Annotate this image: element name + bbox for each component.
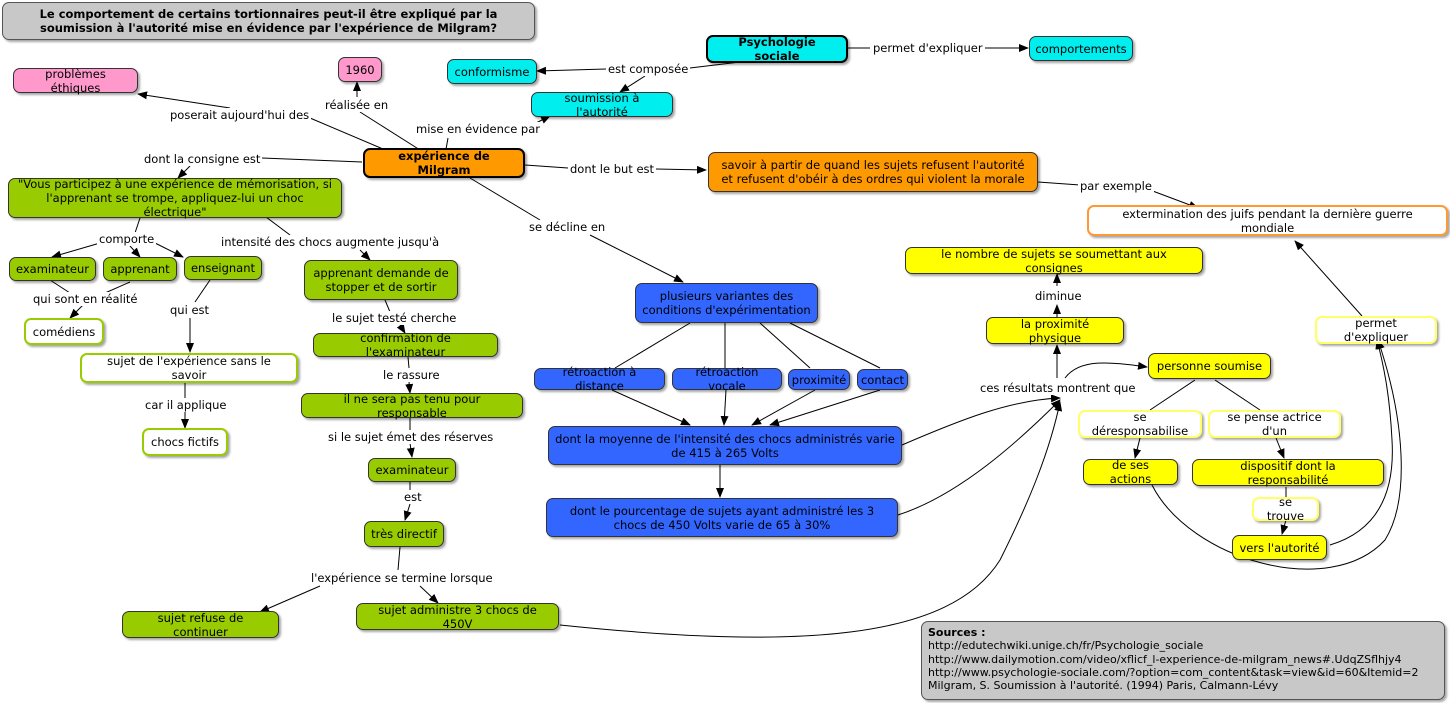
label-cherche: le sujet testé cherche (330, 311, 459, 325)
label-qui-est: qui est (168, 303, 212, 317)
node-sujet-administre[interactable]: sujet administre 3 chocs de 450V (356, 603, 559, 631)
node-se-trouve[interactable]: se trouve (1252, 495, 1319, 523)
node-extermination[interactable]: extermination des juifs pendant la derni… (1087, 205, 1448, 236)
label-but: dont le but est (568, 162, 657, 176)
page-title: Le comportement de certains tortionnaire… (2, 2, 535, 40)
node-se-deresponsabilise[interactable]: se déresponsabilise (1078, 410, 1202, 438)
node-apprenant-demande[interactable]: apprenant demande de stopper et de sorti… (304, 260, 458, 300)
node-vers-autorite[interactable]: vers l'autorité (1232, 535, 1327, 560)
node-nombre-sujets[interactable]: le nombre de sujets se soumettant aux co… (905, 247, 1203, 275)
node-sujet-experience[interactable]: sujet de l'expérience sans le savoir (80, 353, 298, 383)
label-rassure: le rassure (381, 368, 442, 382)
node-soumission-autorite[interactable]: soumission à l'autorité (531, 91, 673, 119)
node-confirmation[interactable]: confirmation de l'examinateur (313, 331, 498, 359)
node-annee-1960[interactable]: 1960 (338, 57, 382, 82)
label-diminue: diminue (1033, 289, 1084, 303)
source-line[interactable]: http://www.dailymotion.com/video/xflicf_… (928, 652, 1402, 666)
label-se-decline: se décline en (527, 220, 608, 234)
label-resultats: ces résultats montrent que (978, 381, 1138, 395)
node-comportements[interactable]: comportements (1029, 36, 1133, 61)
node-comediens[interactable]: comédiens (24, 318, 104, 345)
label-consigne-est: dont la consigne est (142, 152, 263, 166)
label-termine: l'expérience se termine lorsque (309, 571, 495, 585)
sources-heading: Sources : (928, 626, 986, 639)
node-tres-directif[interactable]: très directif (364, 521, 444, 547)
node-pourcentage-sujets[interactable]: dont le pourcentage de sujets ayant admi… (546, 498, 898, 537)
node-sujet-refuse[interactable]: sujet refuse de continuer (122, 611, 279, 639)
node-dispositif[interactable]: dispositif dont la responsabilité (1192, 459, 1384, 487)
node-retroaction-distance[interactable]: rétroaction à distance (534, 365, 665, 393)
label-reserves: si le sujet émet des réserves (326, 430, 496, 444)
node-ses-actions[interactable]: de ses actions (1083, 458, 1178, 486)
label-poserait: poserait aujourd'hui des (168, 108, 312, 122)
node-enseignant[interactable]: enseignant (184, 256, 262, 280)
node-experience-milgram[interactable]: expérience de Milgram (363, 148, 525, 178)
label-applique: car il applique (143, 398, 229, 412)
node-conformisme[interactable]: conformisme (447, 59, 537, 84)
sources-box: Sources : http://edutechwiki.unige.ch/fr… (921, 621, 1445, 700)
node-proximite-variante[interactable]: proximité (788, 369, 850, 390)
node-savoir-refus[interactable]: savoir à partir de quand les sujets refu… (708, 152, 1038, 192)
node-consigne[interactable]: "Vous participez à une expérience de mém… (8, 177, 342, 219)
label-mise-en-evidence: mise en évidence par (414, 122, 543, 136)
node-problemes-ethiques[interactable]: problèmes éthiques (13, 67, 138, 95)
label-comporte: comporte (97, 232, 157, 246)
node-examinateur-2[interactable]: examinateur (368, 458, 456, 482)
node-permet-expliquer[interactable]: permet d'expliquer (1315, 316, 1437, 344)
label-realisee-en: réalisée en (323, 98, 391, 112)
label-est-composee: est composée (606, 62, 691, 76)
label-est: est (402, 490, 424, 504)
source-line[interactable]: http://www.psychologie-sociale.com/?opti… (928, 665, 1419, 679)
label-par-exemple: par exemple (1078, 179, 1154, 193)
node-examinateur[interactable]: examinateur (9, 257, 96, 281)
node-apprenant[interactable]: apprenant (103, 257, 177, 281)
node-responsable[interactable]: il ne sera pas tenu pour responsable (301, 392, 523, 420)
source-line: Milgram, S. Soumission à l'autorité. (19… (928, 679, 1279, 693)
node-proximite-physique[interactable]: la proximité physique (986, 317, 1124, 345)
node-variantes[interactable]: plusieurs variantes des conditions d'exp… (635, 283, 818, 323)
label-permet-expliquer: permet d'expliquer (871, 41, 985, 55)
node-chocs-fictifs[interactable]: chocs fictifs (142, 428, 228, 456)
source-line[interactable]: http://edutechwiki.unige.ch/fr/Psycholog… (928, 639, 1204, 653)
label-en-realite: qui sont en réalité (31, 292, 140, 306)
node-contact[interactable]: contact (857, 369, 908, 390)
node-retroaction-vocale[interactable]: rétroaction vocale (672, 365, 782, 393)
node-se-pense-actrice[interactable]: se pense actrice d'un (1208, 410, 1341, 438)
node-moyenne-intensite[interactable]: dont la moyenne de l'intensité des chocs… (548, 426, 902, 465)
label-intensite: intensité des chocs augmente jusqu'à (219, 235, 442, 249)
node-psychologie-sociale[interactable]: Psychologie sociale (706, 35, 848, 63)
node-personne-soumise[interactable]: personne soumise (1148, 353, 1271, 379)
